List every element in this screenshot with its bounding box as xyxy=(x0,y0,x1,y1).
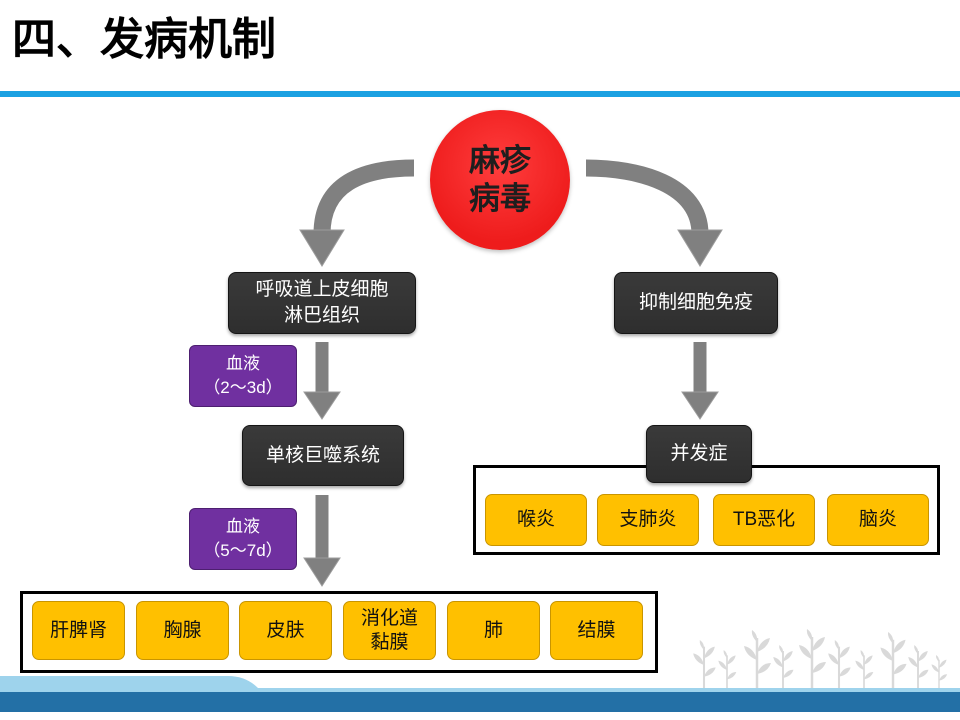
complication-label: 喉炎 xyxy=(516,509,555,530)
footer-light-band xyxy=(0,676,960,694)
node-label: 并发症 xyxy=(670,443,728,464)
node-label-line: 淋巴组织 xyxy=(283,305,360,326)
organ-item: 消化道 黏膜 xyxy=(343,601,436,660)
organ-item: 肺 xyxy=(447,601,540,660)
sprout-icon xyxy=(879,632,908,690)
plant-decoration xyxy=(692,628,949,690)
down-arrow-immune-to-complications xyxy=(681,342,719,420)
node-label-line: 呼吸道上皮细胞 xyxy=(255,279,389,300)
node-respiratory-epithelium: 呼吸道上皮细胞 淋巴组织 xyxy=(228,272,416,334)
sprout-icon xyxy=(930,655,949,690)
organ-item: 结膜 xyxy=(550,601,643,660)
complication-item: TB恶化 xyxy=(713,494,815,546)
organ-item: 皮肤 xyxy=(239,601,332,660)
virus-label-line: 麻疹 xyxy=(469,143,531,178)
complication-label: 脑炎 xyxy=(858,509,897,530)
node-label-line: （2～3d） xyxy=(203,378,283,397)
organ-group-frame xyxy=(20,591,658,673)
organ-item: 肝脾肾 xyxy=(32,601,125,660)
node-mononuclear-phagocyte-system: 单核巨噬系统 xyxy=(242,425,404,486)
node-label: 抑制细胞免疫 xyxy=(638,292,753,313)
node-blood-first-viremia: 血液 （2～3d） xyxy=(189,345,297,407)
title-divider xyxy=(0,91,960,97)
sprout-icon xyxy=(827,640,852,690)
node-label-line: 血液 xyxy=(226,354,260,373)
down-arrow-mps-to-organs xyxy=(303,495,341,587)
complication-item: 喉炎 xyxy=(485,494,587,546)
node-suppress-cellular-immunity: 抑制细胞免疫 xyxy=(614,272,778,334)
sprout-icon xyxy=(854,650,875,690)
organ-label: 胸腺 xyxy=(163,619,202,641)
virus-label-line: 病毒 xyxy=(469,181,531,216)
sprout-icon xyxy=(772,645,795,690)
sprout-icon xyxy=(692,640,717,690)
complication-item: 脑炎 xyxy=(827,494,929,546)
sprout-icon xyxy=(797,628,827,690)
virus-node: 麻疹 病毒 xyxy=(430,110,570,250)
sprout-icon xyxy=(907,645,930,690)
organ-label: 结膜 xyxy=(577,619,616,641)
organ-label: 消化道 xyxy=(360,607,418,629)
curved-arrow-left xyxy=(299,159,415,267)
organ-label: 皮肤 xyxy=(266,619,305,641)
node-label: 单核巨噬系统 xyxy=(265,444,380,466)
complication-label: 支肺炎 xyxy=(619,509,677,530)
sprout-icon xyxy=(717,650,738,690)
node-complications: 并发症 xyxy=(646,425,752,483)
node-label-line: （5～7d） xyxy=(203,541,283,560)
sprout-icon xyxy=(742,630,772,690)
down-arrow-tissue-to-mps xyxy=(303,342,341,420)
curved-arrow-right xyxy=(585,159,723,267)
organ-label: 肺 xyxy=(483,619,503,641)
complication-label: TB恶化 xyxy=(732,509,796,530)
organ-item: 胸腺 xyxy=(136,601,229,660)
complication-item: 支肺炎 xyxy=(597,494,699,546)
footer-dark-band xyxy=(0,692,960,712)
node-label-line: 血液 xyxy=(226,517,260,536)
organ-label: 黏膜 xyxy=(370,631,409,653)
slide-title: 四、发病机制 xyxy=(12,15,276,64)
node-blood-second-viremia: 血液 （5～7d） xyxy=(189,508,297,570)
organ-label: 肝脾肾 xyxy=(49,619,107,641)
